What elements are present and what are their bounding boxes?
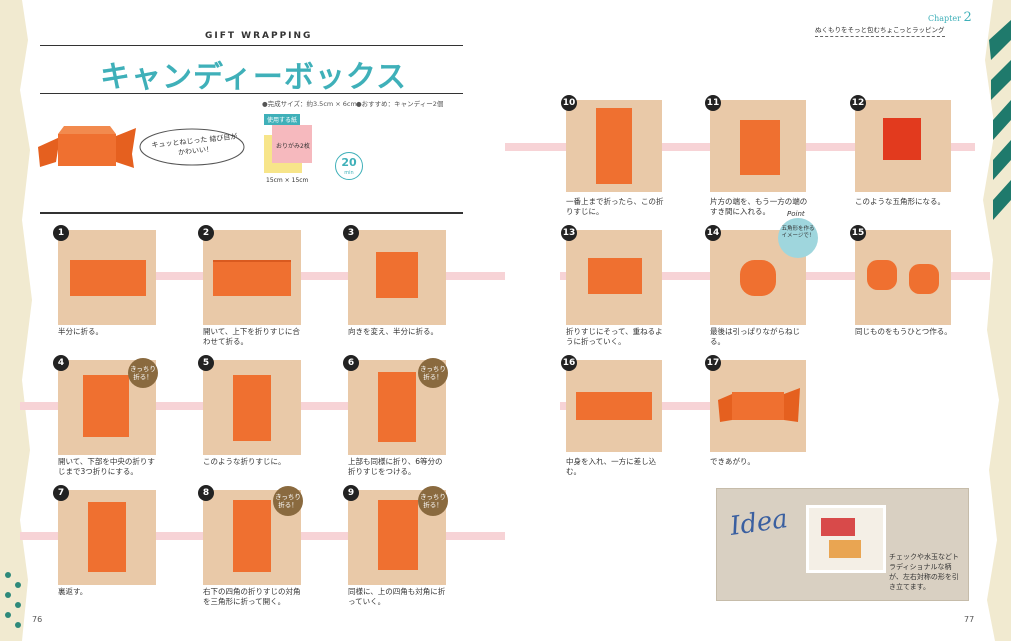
patterned-candy-image xyxy=(821,518,861,558)
step-11-number: 11 xyxy=(705,95,721,111)
chapter-subtitle: ぬくもりをそっと包むちょこっとラッピング xyxy=(815,24,945,37)
finished-candy-image xyxy=(718,388,800,422)
right-deco-strip xyxy=(983,0,1011,641)
step-17-caption: できあがり。 xyxy=(710,457,755,466)
point-label: Point xyxy=(787,210,805,218)
step-7-photo xyxy=(58,490,156,585)
step-3-photo xyxy=(348,230,446,325)
step-13-caption: 折りすじにそって、重ねるように折っていく。 xyxy=(566,327,663,346)
step-3-caption: 向きを変え、半分に折る。 xyxy=(348,327,438,336)
candy-box-image xyxy=(38,126,136,168)
left-deco-strip xyxy=(0,0,32,641)
time-badge: 20 min xyxy=(335,152,363,180)
step-10-caption: 一番上まで折ったら、この折りすじに。 xyxy=(566,197,664,216)
step-6-photo xyxy=(348,360,446,455)
step-13-number: 13 xyxy=(561,225,577,241)
step-14-number: 14 xyxy=(705,225,721,241)
tagline-bubble xyxy=(139,128,245,166)
step-10-photo xyxy=(566,100,662,192)
step-3-number: 3 xyxy=(343,225,359,241)
step-4-badge: きっちり折る！ xyxy=(128,358,158,388)
step-10-number: 10 xyxy=(561,95,577,111)
step-9-number: 9 xyxy=(343,485,359,501)
time-unit: min xyxy=(344,170,354,176)
step-11-caption: 片方の端を、もう一方の端のすき間に入れる。 xyxy=(710,197,808,216)
chapter-label: Chapter 2 xyxy=(928,10,972,25)
time-number: 20 xyxy=(341,156,357,169)
step-1-caption: 半分に折る。 xyxy=(58,327,103,336)
step-5-number: 5 xyxy=(198,355,214,371)
idea-text: チェックや水玉などトラディショナルな柄が、左右対称の形を引き立てます。 xyxy=(889,553,959,591)
step-17-photo xyxy=(710,360,806,452)
step-7-caption: 裏返す。 xyxy=(58,587,88,596)
dot-pattern-icon xyxy=(5,572,21,628)
step-4-caption: 開いて、下部を中央の折りすじまで3つ折りにする。 xyxy=(58,457,155,476)
step-1-photo xyxy=(58,230,156,325)
step-16-number: 16 xyxy=(561,355,577,371)
step-6-caption: 上部も同様に折り、6等分の折りすじをつける。 xyxy=(348,457,443,476)
step-2-photo xyxy=(203,230,301,325)
step-15-photo xyxy=(855,230,951,325)
step-2-number: 2 xyxy=(198,225,214,241)
point-text: 五角形を作るイメージで！ xyxy=(781,226,815,239)
paper-size: 15cm × 15cm xyxy=(266,177,309,184)
step-17-number: 17 xyxy=(705,355,721,371)
idea-photo xyxy=(806,505,886,573)
section-label: GIFT WRAPPING xyxy=(205,31,313,41)
page-title: キャンディーボックス xyxy=(100,60,407,95)
page-number-right: 77 xyxy=(964,615,975,624)
step-16-photo xyxy=(566,360,662,452)
step-15-number: 15 xyxy=(850,225,866,241)
step-12-photo xyxy=(855,100,951,192)
paper-swatch-front xyxy=(272,125,312,163)
point-bubble xyxy=(778,218,818,258)
step-8-number: 8 xyxy=(198,485,214,501)
step-9-badge: きっちり折る！ xyxy=(418,486,448,516)
recommend-info: ●おすすめ：キャンディー2個 xyxy=(356,100,444,108)
size-info: ●完成サイズ：約3.5cm × 6cm xyxy=(262,100,357,108)
step-7-number: 7 xyxy=(53,485,69,501)
step-14-caption: 最後は引っぱりながらねじる。 xyxy=(710,327,800,346)
paper-desc: おりがみ2枚 xyxy=(276,143,310,150)
step-9-caption: 同様に、上の四角も対角に折っていく。 xyxy=(348,587,446,606)
step-5-photo xyxy=(203,360,301,455)
step-1-number: 1 xyxy=(53,225,69,241)
step-2-caption: 開いて、上下を折りすじに合わせて折る。 xyxy=(203,327,300,346)
step-11-photo xyxy=(710,100,806,192)
step-8-photo xyxy=(203,490,301,585)
step-8-badge: きっちり折る！ xyxy=(273,486,303,516)
step-12-caption: このような五角形になる。 xyxy=(855,197,945,206)
step-12-number: 12 xyxy=(850,95,866,111)
step-15-caption: 同じものをもうひとつ作る。 xyxy=(855,327,952,336)
stripe-pattern-icon xyxy=(989,20,1011,220)
chapter-number: 2 xyxy=(963,10,972,25)
step-8-caption: 右下の四角の折りすじの対角を三角形に折って開く。 xyxy=(203,587,301,606)
step-5-caption: このような折りすじに。 xyxy=(203,457,286,466)
step-13-photo xyxy=(566,230,662,325)
page-number-left: 76 xyxy=(32,615,43,624)
paper-used-label: 使用する紙 xyxy=(264,114,301,125)
step-4-number: 4 xyxy=(53,355,69,371)
step-6-badge: きっちり折る！ xyxy=(418,358,448,388)
step-6-number: 6 xyxy=(343,355,359,371)
step-16-caption: 中身を入れ、一方に差し込む。 xyxy=(566,457,657,476)
chapter-word: Chapter xyxy=(928,14,961,23)
step-4-photo xyxy=(58,360,156,455)
